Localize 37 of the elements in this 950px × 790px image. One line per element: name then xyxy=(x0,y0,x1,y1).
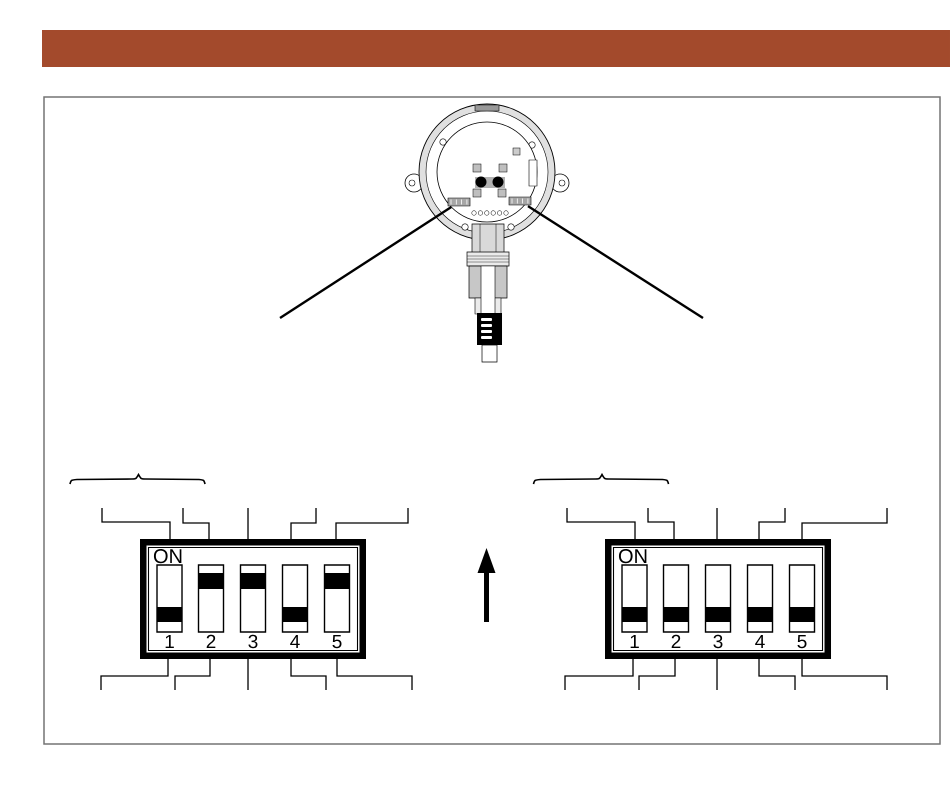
leader-line xyxy=(101,508,171,539)
leader-line xyxy=(647,508,675,539)
leader-line xyxy=(758,659,796,690)
leader-line xyxy=(716,659,718,690)
leader-line xyxy=(638,659,676,690)
switch-number: 2 xyxy=(672,634,680,648)
terminal-block xyxy=(448,198,470,206)
switch-number: 4 xyxy=(290,634,300,648)
switch-number: 1 xyxy=(630,634,639,648)
terminal-block xyxy=(508,196,532,206)
leader-line xyxy=(758,508,786,539)
leader-line xyxy=(290,508,317,539)
switch-number: 2 xyxy=(206,634,216,648)
leader-line xyxy=(174,659,211,690)
leader-line xyxy=(100,659,169,690)
leader-line xyxy=(247,508,249,539)
switch-number: 5 xyxy=(332,634,342,648)
switch-label: ON xyxy=(154,549,182,564)
leader-line xyxy=(335,508,409,539)
leader-line xyxy=(290,659,327,690)
leader-line xyxy=(279,206,452,320)
leader-line xyxy=(801,659,888,690)
leader-line xyxy=(564,659,634,690)
switch-label: ON xyxy=(618,549,646,564)
device-drawing xyxy=(404,104,570,362)
leader-line xyxy=(336,659,413,690)
switch-number: 3 xyxy=(248,634,258,648)
switch-number: 5 xyxy=(797,634,806,648)
leader-line xyxy=(716,508,718,539)
leader-line xyxy=(801,508,888,539)
switch-number: 4 xyxy=(755,634,765,648)
leader-line xyxy=(247,659,249,690)
leader-line xyxy=(182,508,210,539)
switch-number: 1 xyxy=(166,634,174,648)
leader-line xyxy=(566,508,636,539)
leader-line xyxy=(527,205,704,320)
switch-number: 3 xyxy=(713,634,722,648)
